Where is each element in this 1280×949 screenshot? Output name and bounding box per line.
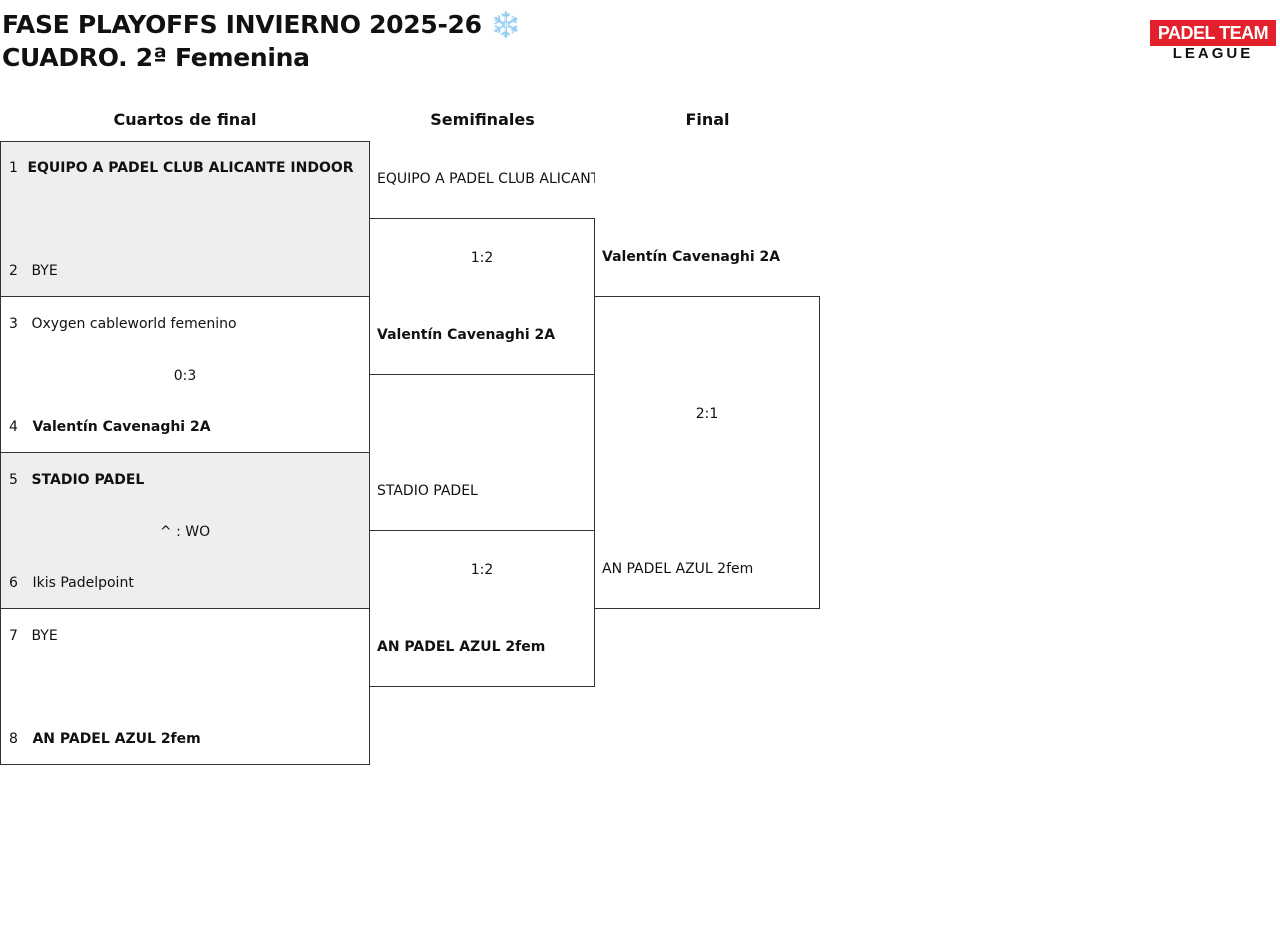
page-title: FASE PLAYOFFS INVIERNO 2025-26 ❄️ CUADRO…	[2, 8, 521, 74]
team-name: Valentín Cavenaghi 2A	[32, 419, 211, 435]
qf1-team-b: 2 BYE	[9, 262, 58, 280]
final-match[interactable]: 2:1 AN PADEL AZUL 2fem	[594, 296, 820, 609]
sf-match-2[interactable]: 1:2 AN PADEL AZUL 2fem	[369, 530, 595, 687]
seed-number: 7	[9, 628, 18, 644]
sf1-score: 1:2	[470, 250, 494, 266]
sf2-team-b: AN PADEL AZUL 2fem	[377, 639, 546, 655]
seed-number: 2	[9, 263, 18, 279]
team-name: BYE	[31, 263, 58, 279]
qf-match-4[interactable]: 7 BYE 8 AN PADEL AZUL 2fem	[0, 608, 370, 765]
padel-team-league-logo: PADEL TEAM LEAGUE	[1150, 20, 1276, 62]
qf3-team-a: 5 STADIO PADEL	[9, 471, 144, 489]
final-team-a: Valentín Cavenaghi 2A	[602, 249, 781, 265]
logo-bottom-text: LEAGUE	[1172, 45, 1254, 62]
logo-top-text: PADEL TEAM	[1150, 20, 1276, 46]
team-name: STADIO PADEL	[31, 472, 145, 488]
sf2-score: 1:2	[470, 562, 494, 578]
qf4-team-a: 7 BYE	[9, 627, 58, 645]
title-line-1: FASE PLAYOFFS INVIERNO 2025-26 ❄️	[2, 10, 521, 39]
team-name: EQUIPO A PADEL CLUB ALICANTE INDOOR	[27, 160, 354, 176]
qf3-score: ^ : WO	[159, 524, 211, 540]
column-header-semifinals: Semifinales	[430, 110, 535, 129]
qf4-team-b: 8 AN PADEL AZUL 2fem	[9, 730, 201, 748]
final-team-b: AN PADEL AZUL 2fem	[602, 561, 754, 577]
sf2-team-a: STADIO PADEL	[377, 483, 478, 499]
qf-match-2[interactable]: 3 Oxygen cableworld femenino 0:3 4 Valen…	[0, 296, 370, 453]
seed-number: 4	[9, 419, 18, 435]
title-line-2: CUADRO. 2ª Femenina	[2, 43, 310, 72]
sf1-team-a: EQUIPO A PADEL CLUB ALICANTE INDOOR	[377, 171, 595, 187]
seed-number: 1	[9, 160, 18, 176]
team-name: Ikis Padelpoint	[32, 575, 134, 591]
qf2-team-b: 4 Valentín Cavenaghi 2A	[9, 418, 211, 436]
qf-match-3[interactable]: 5 STADIO PADEL ^ : WO 6 Ikis Padelpoint	[0, 452, 370, 609]
seed-number: 3	[9, 316, 18, 332]
seed-number: 5	[9, 472, 18, 488]
sf-match-1[interactable]: 1:2 Valentín Cavenaghi 2A	[369, 218, 595, 375]
column-header-quarterfinals: Cuartos de final	[113, 110, 257, 129]
sf1-team-b: Valentín Cavenaghi 2A	[377, 327, 556, 343]
seed-number: 6	[9, 575, 18, 591]
seed-number: 8	[9, 731, 18, 747]
team-name: BYE	[31, 628, 58, 644]
team-name: AN PADEL AZUL 2fem	[32, 731, 201, 747]
qf1-team-a: 1 EQUIPO A PADEL CLUB ALICANTE INDOOR	[9, 159, 354, 177]
team-name: Oxygen cableworld femenino	[31, 316, 237, 332]
column-header-final: Final	[685, 110, 730, 129]
qf2-team-a: 3 Oxygen cableworld femenino	[9, 315, 237, 333]
final-score: 2:1	[695, 406, 719, 422]
qf2-score: 0:3	[173, 368, 197, 384]
qf3-team-b: 6 Ikis Padelpoint	[9, 574, 134, 592]
qf-match-1[interactable]: 1 EQUIPO A PADEL CLUB ALICANTE INDOOR 2 …	[0, 141, 370, 297]
